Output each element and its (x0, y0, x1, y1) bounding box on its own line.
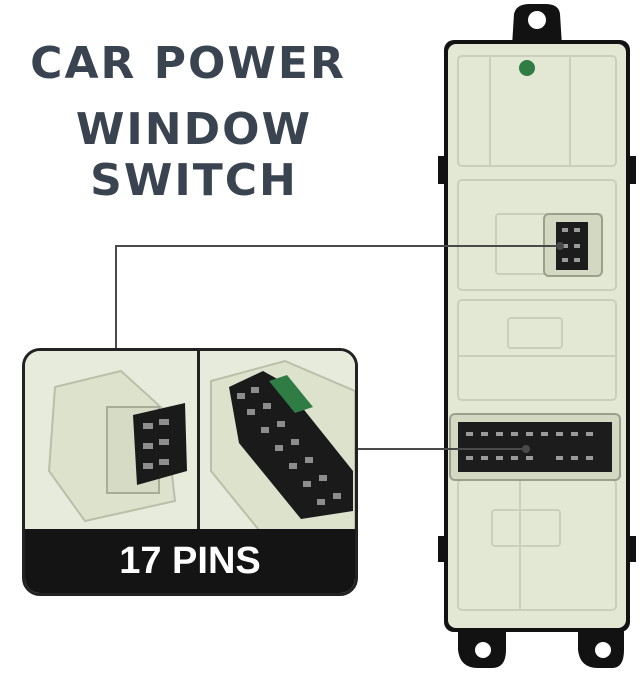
main-connector (449, 413, 621, 481)
small-connector (543, 213, 603, 277)
callout-lines (115, 242, 564, 453)
product-title-line-2: WINDOW SWITCH (75, 104, 313, 206)
product-title-line-1: CAR POWER (30, 38, 346, 89)
pin-closeup-images (25, 351, 355, 536)
switch-housing (438, 40, 636, 632)
closeup-small-connector (25, 351, 197, 535)
pin-closeup-panel: 17 PINS (22, 348, 358, 596)
pin-count-caption: 17 PINS (25, 529, 355, 593)
closeup-main-connector (200, 351, 355, 536)
mounting-tab-top (512, 4, 562, 46)
